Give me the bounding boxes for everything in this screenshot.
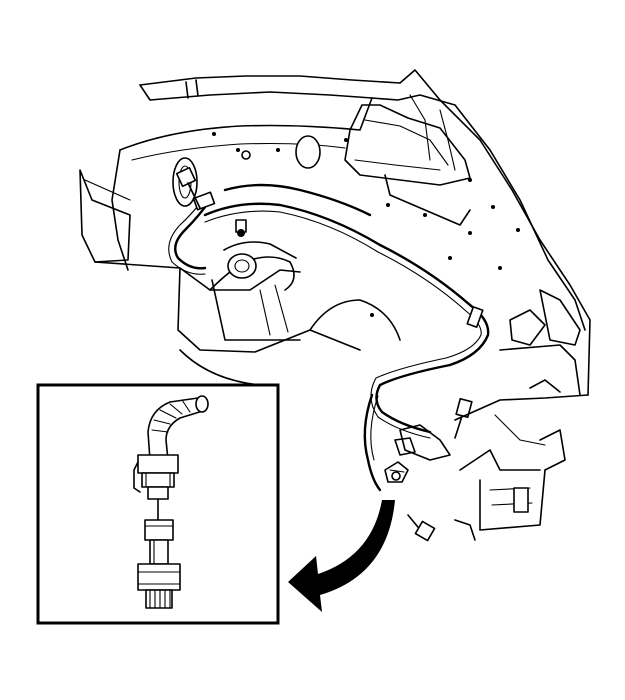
electrical-connector	[133, 454, 179, 521]
bolt-icon	[175, 166, 201, 209]
curved-arrow-icon	[288, 500, 395, 612]
bolt-icon	[407, 514, 436, 542]
pressure-switch-inset	[36, 383, 280, 625]
bolt-icon	[454, 397, 473, 439]
wiring-harness	[147, 395, 209, 473]
pressure-switch	[137, 519, 181, 609]
engine-bay-illustration	[79, 69, 591, 542]
